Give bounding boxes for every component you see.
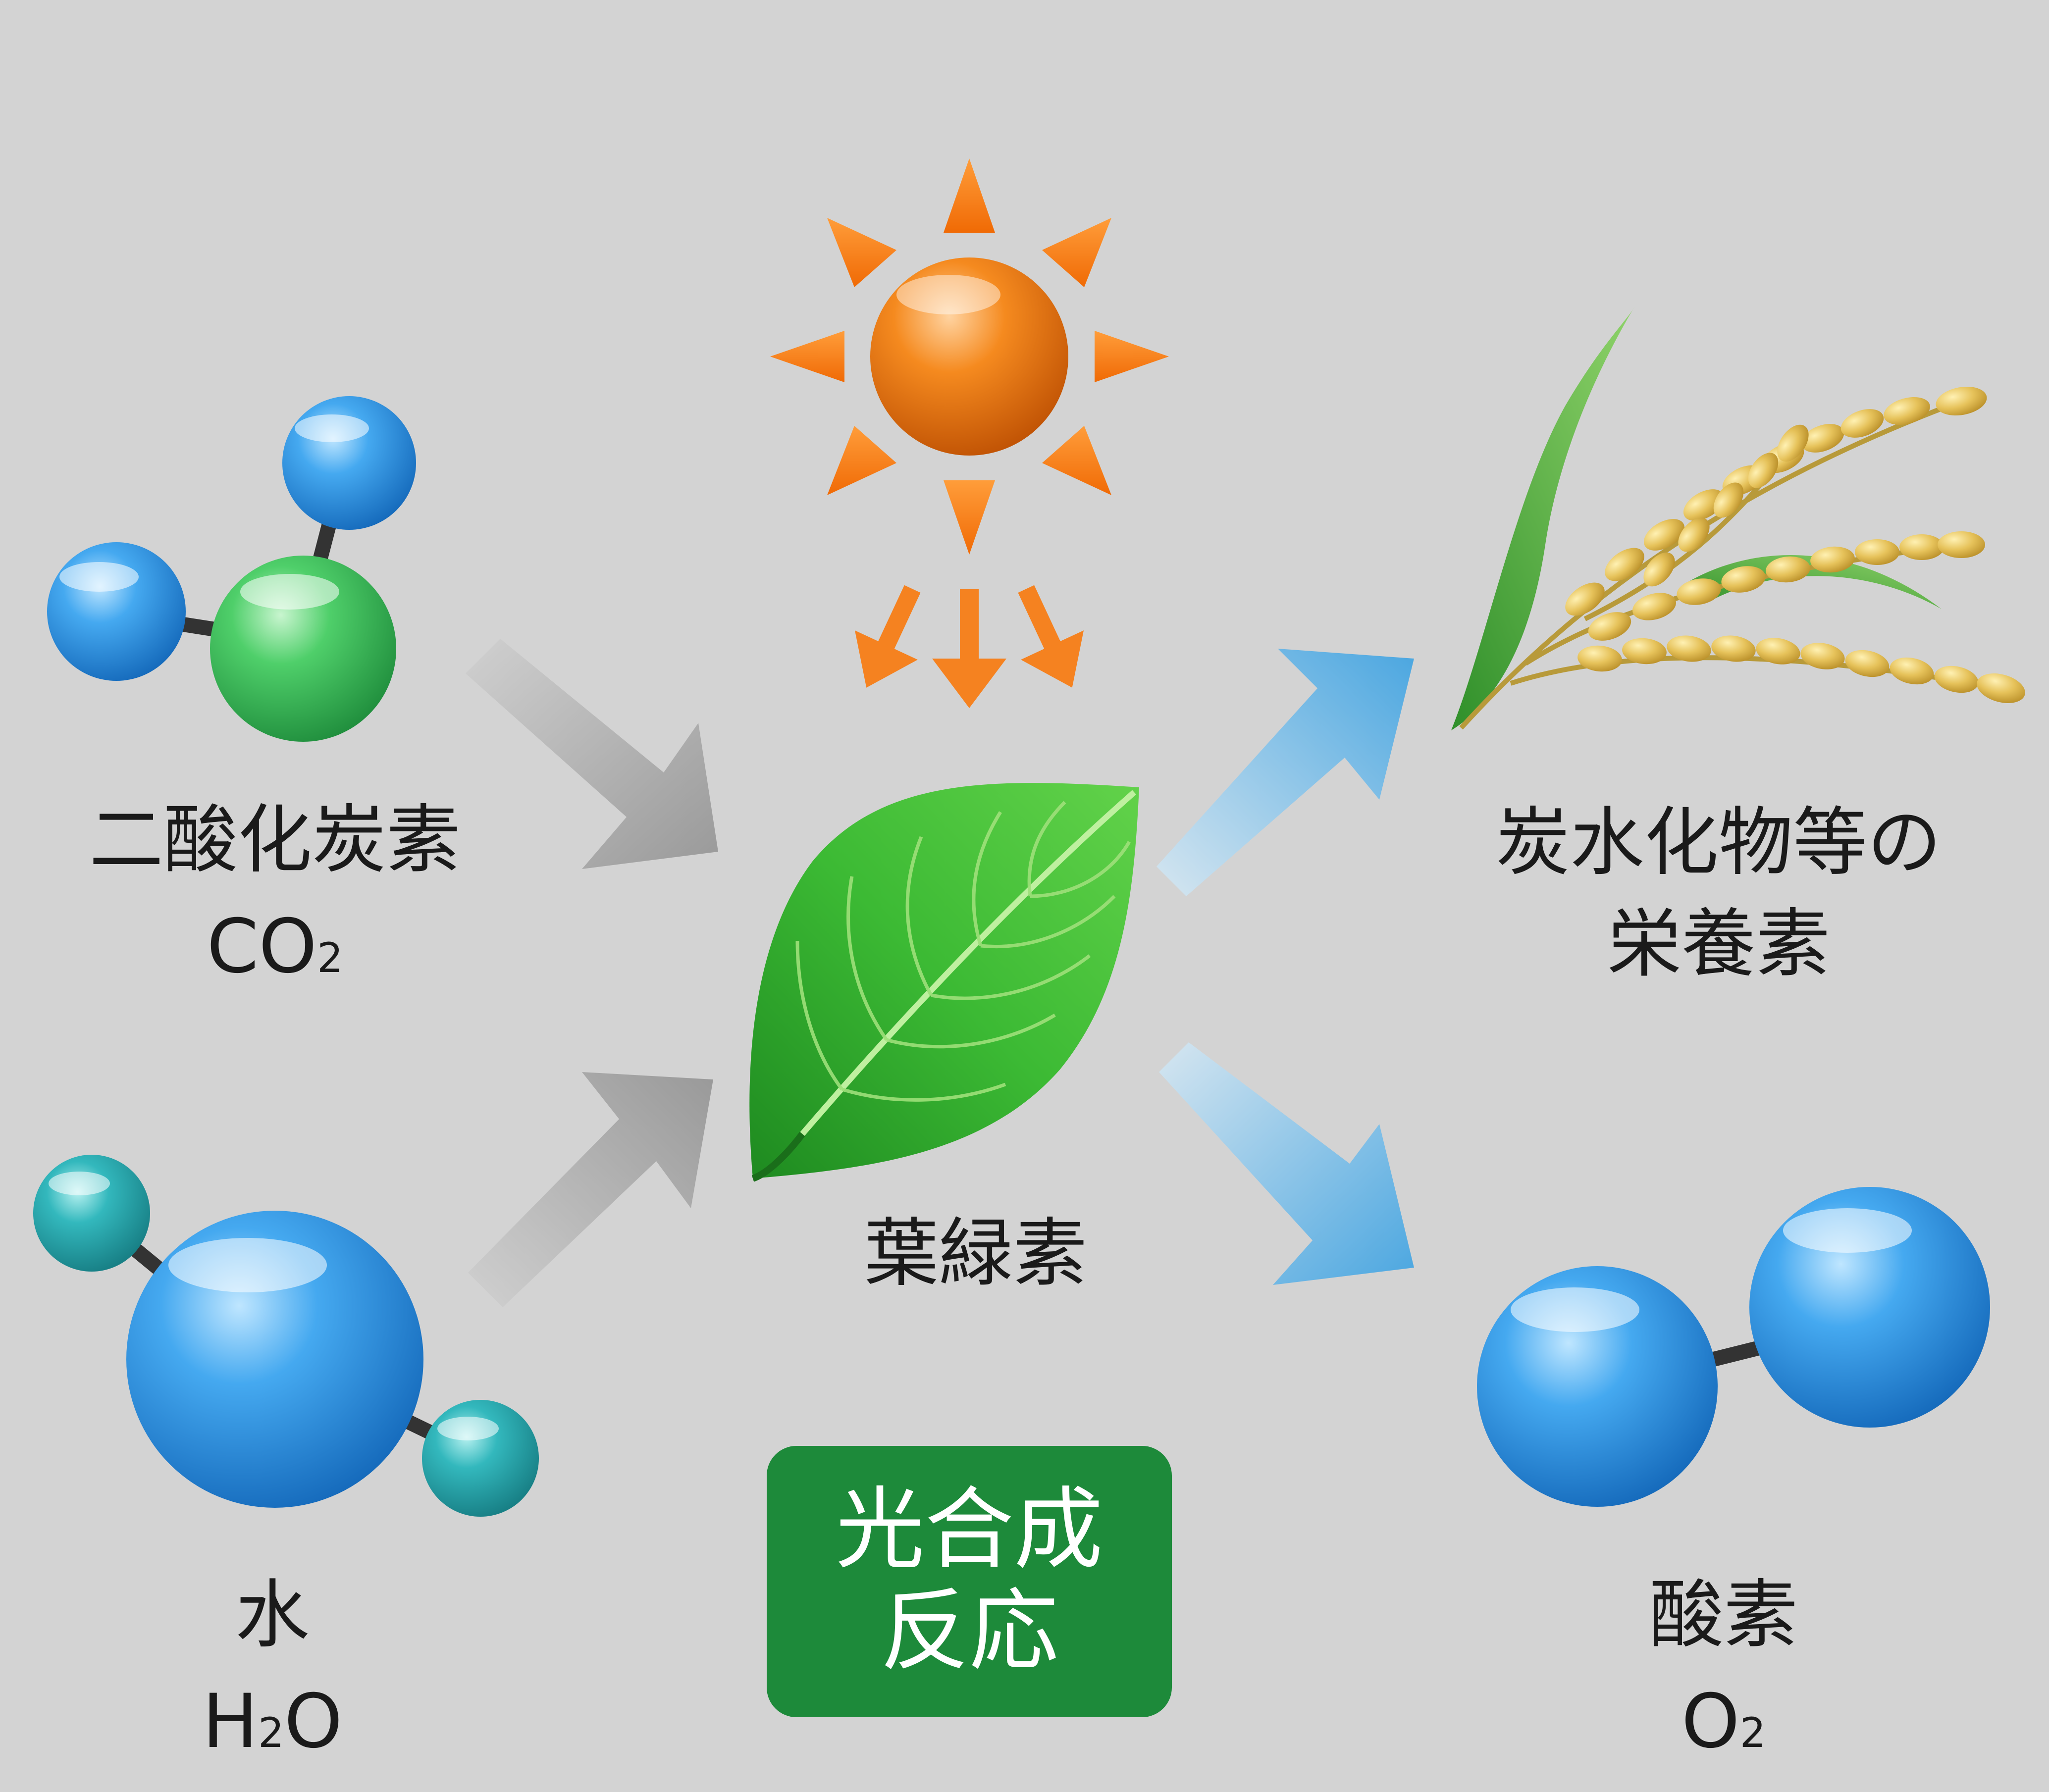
- chlorophyll-label: 葉緑素: [792, 1203, 1159, 1305]
- oxygen-name: 酸素: [1649, 1572, 1798, 1658]
- co2-formula: CO: [207, 904, 317, 990]
- co2-oxygen-atom-left: [47, 542, 186, 681]
- nutrient-output-arrow: [1156, 649, 1414, 896]
- leaf-midrib: [800, 790, 1136, 1136]
- water-input-arrow: [468, 1072, 713, 1307]
- co2-molecule: [47, 396, 416, 742]
- water-name-label: 水: [173, 1565, 371, 1666]
- water-subscript: 2: [258, 1709, 284, 1757]
- sun-ray: [827, 218, 896, 287]
- water-hydrogen-atom-top: [33, 1155, 150, 1272]
- nutrients-label-line1: 炭水化物等の: [1476, 792, 1961, 894]
- oxygen-formula: O: [1681, 1679, 1740, 1765]
- sun-ray: [1042, 426, 1111, 495]
- co2-input-arrow: [466, 639, 718, 869]
- leaf-icon: [749, 783, 1139, 1182]
- light-arrow-center: [932, 589, 1006, 708]
- light-arrow-right: [1018, 585, 1084, 688]
- water-molecule: [33, 1155, 539, 1517]
- water-name: 水: [235, 1572, 310, 1658]
- oxygen-subscript: 2: [1739, 1709, 1766, 1757]
- water-formula-label: H2O: [173, 1671, 371, 1784]
- oxygen-formula-label: O2: [1575, 1671, 1872, 1784]
- sun-ray: [770, 331, 844, 382]
- photosynthesis-reaction-badge: 光合成 反応: [767, 1446, 1172, 1717]
- sun-ray: [1042, 218, 1111, 287]
- sun-ray: [827, 426, 896, 495]
- badge-line-1: 光合成: [835, 1478, 1103, 1582]
- sunlight-arrows: [854, 585, 1084, 708]
- sun-disc: [870, 257, 1068, 456]
- sun-ray: [1095, 331, 1169, 382]
- rice-grains: [1565, 386, 2025, 703]
- oxygen-molecule: [1477, 1187, 1990, 1507]
- water-formula-h: H: [202, 1679, 259, 1765]
- nutrients-text-2: 栄養素: [1607, 901, 1830, 987]
- co2-name: 二酸化炭素: [89, 797, 461, 883]
- oxygen-output-arrow: [1159, 1042, 1414, 1285]
- nutrients-text-1: 炭水化物等の: [1495, 800, 1942, 886]
- co2-formula-label: CO2: [74, 896, 475, 1009]
- chlorophyll-text: 葉緑素: [864, 1211, 1087, 1297]
- water-hydrogen-atom-bottom: [422, 1400, 539, 1517]
- badge-line-2: 反応: [880, 1580, 1058, 1683]
- rice-leaf: [1451, 307, 1634, 730]
- nutrients-label-line2: 栄養素: [1476, 894, 1961, 995]
- oxygen-name-label: 酸素: [1575, 1565, 1872, 1666]
- co2-name-label: 二酸化炭素: [74, 790, 475, 891]
- rice-plant-icon: [1451, 307, 2025, 730]
- co2-subscript: 2: [317, 934, 343, 982]
- light-arrow-left: [854, 585, 921, 688]
- water-formula-o: O: [284, 1679, 343, 1765]
- sun-ray: [944, 158, 995, 233]
- sun-icon: [770, 158, 1169, 555]
- sun-ray: [944, 480, 995, 555]
